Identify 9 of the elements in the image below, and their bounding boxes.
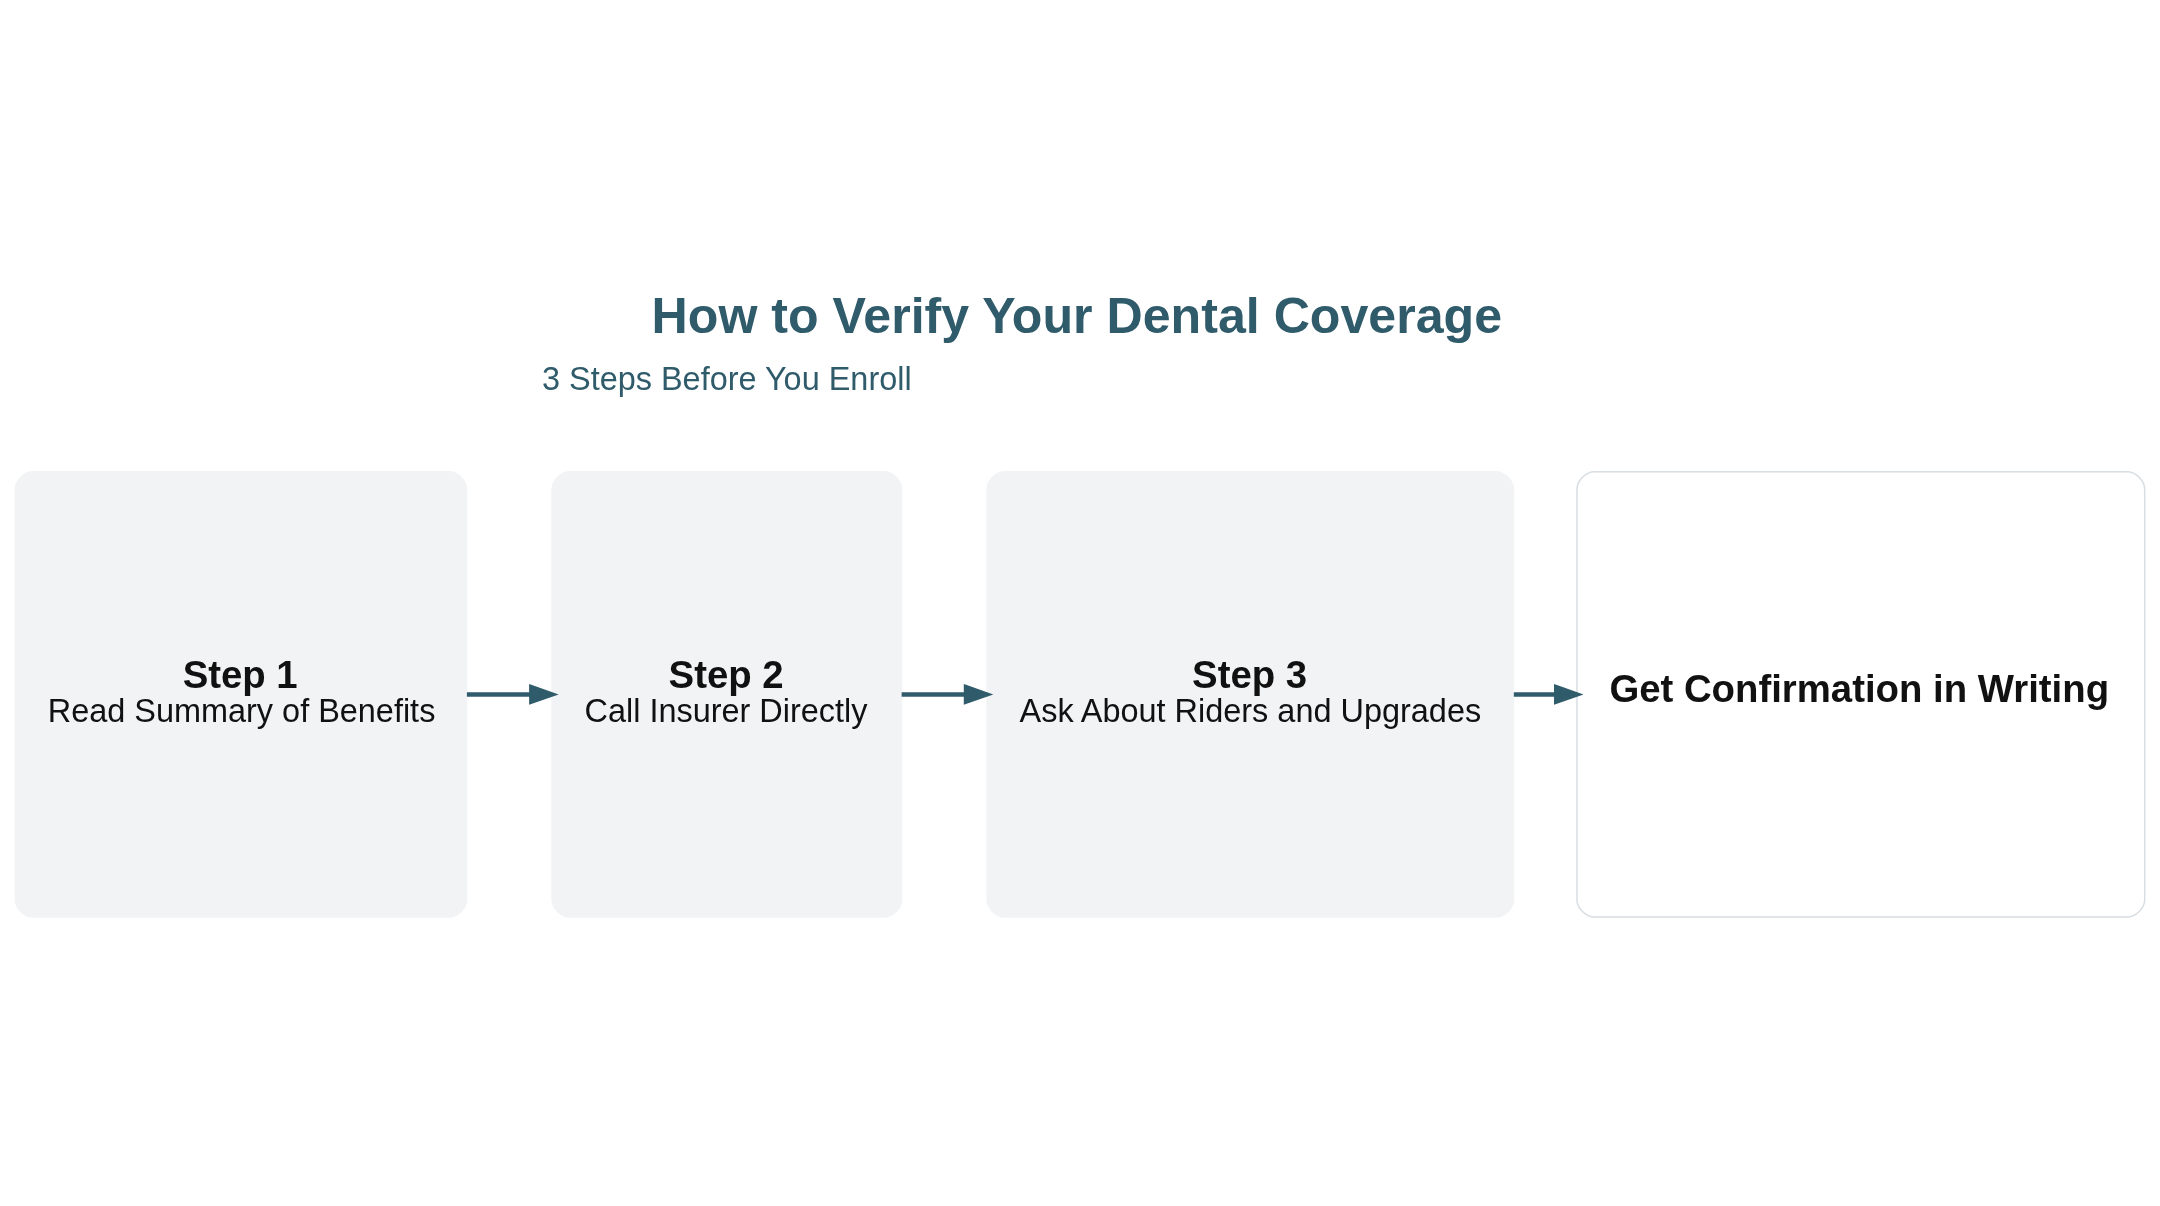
node-box: Get Confirmation in Writing [1576,471,2146,918]
node-box: Step 1 Read Summary of Benefits [14,471,468,918]
label: 3 Steps Before You Enroll [541,361,912,398]
arrow [466,684,559,705]
diagram-title: How to Verify Your Dental Coverage [651,288,1503,345]
node-box: Step 2 Call Insurer Directly [551,471,903,918]
arrow [901,684,994,705]
arrow [1513,684,1584,705]
node-box: Step 3 Ask About Riders and Upgrades [986,471,1515,918]
